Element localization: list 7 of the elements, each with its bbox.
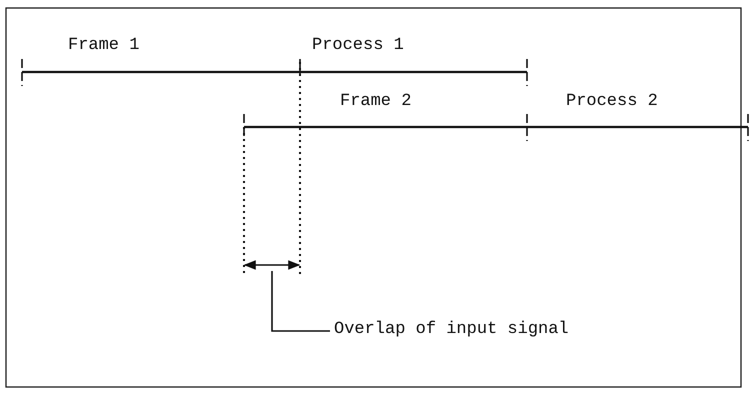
timeline-label: Frame 1 [68,36,140,56]
timeline-label: Process 2 [566,92,658,112]
overlap-dimension-arrow [244,259,300,271]
callout-text: Overlap of input signal [334,320,569,340]
timeline-label: Process 1 [312,36,404,56]
timeline-label: Frame 2 [340,92,412,112]
leader-line [271,271,330,332]
